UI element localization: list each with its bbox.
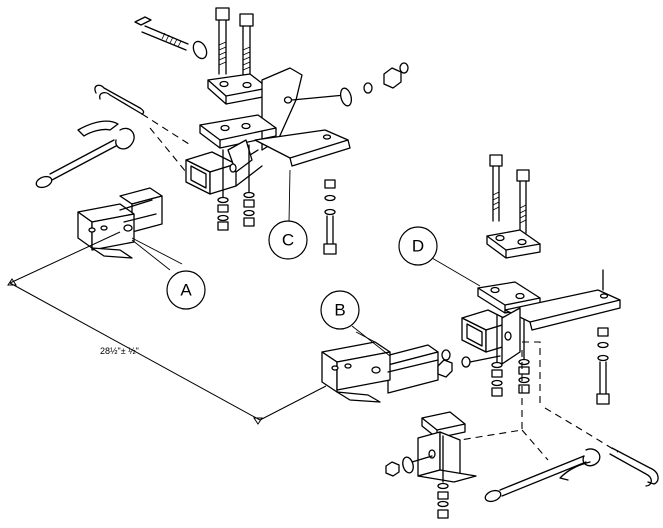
hitch-receiver-c: [185, 67, 351, 195]
callout-a-label: A: [180, 281, 192, 300]
dimension-label: 28½"± ½": [100, 346, 139, 356]
long-bolt-top: [134, 16, 208, 60]
lower-dashed-lines: [459, 341, 619, 461]
vertical-bolts-top: [215, 7, 254, 79]
callout-b-label: B: [334, 301, 345, 320]
lower-hitch-assembly: [437, 154, 621, 405]
lower-mount-bracket: [385, 411, 477, 519]
callout-d-label: D: [412, 237, 424, 256]
shank-b: [321, 331, 439, 403]
top-plate: [207, 73, 269, 97]
callout-d: D: [398, 226, 481, 287]
upper-hitch-assembly: [35, 7, 409, 255]
callout-c-label: C: [282, 231, 294, 250]
callout-b: B: [320, 290, 391, 357]
upper-hardware-below: [217, 144, 337, 255]
hitch-pin-upper: [35, 84, 145, 189]
dimension-line: [7, 231, 327, 425]
hitch-pin-lower: [484, 447, 659, 503]
callout-a: A: [131, 239, 206, 310]
callout-c: C: [268, 169, 308, 260]
right-side-hardware: [291, 62, 409, 107]
pin-alignment-dashed-line: [141, 113, 193, 173]
shank-a: [77, 187, 183, 265]
